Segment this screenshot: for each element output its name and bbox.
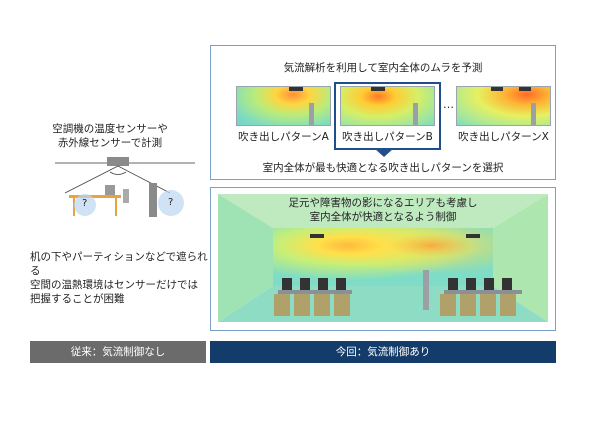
pattern-x-partition [531,103,536,125]
control-caption: 足元や障害物の影になるエリアも考慮し 室内全体が快適となるよう制御 [210,196,556,224]
conventional-label-bar: 従来：気流制御なし [30,341,206,363]
chair [123,189,129,203]
pattern-a-ac [289,87,303,91]
pattern-x-image [456,86,551,126]
room-partition [423,270,429,310]
pattern-b-svg [371,87,418,125]
control-caption-line1: 足元や障害物の影になるエリアも考慮し [288,197,478,209]
down-arrow-icon [374,148,394,157]
question-mark-partition: ? [168,197,174,208]
sensor-ray-left [64,165,119,194]
pattern-x-ac-right [519,87,531,91]
monitor [105,185,115,195]
question-mark-desk: ? [82,198,88,209]
ellipsis: … [443,98,454,111]
optimized-room-svg [218,194,548,322]
optimized-room-illustration [218,194,548,322]
desk-leg-left [73,198,75,216]
control-caption-line2: 室内全体が快適となるよう制御 [309,211,457,223]
hidden-zone-partition [158,190,184,216]
ceiling [218,194,548,228]
partition [149,183,157,217]
problem-line1: 机の下やパーティションなどで遮られる [30,251,208,277]
optimized-room-panel [210,187,556,331]
desk-leg-right [115,198,117,216]
pattern-x-label: 吹き出しパターンX [458,131,549,143]
problem-line2: 空間の温熱環境はセンサーだけでは [30,279,198,291]
room-ac-right [466,234,480,238]
pattern-a-svg [289,87,314,125]
pattern-b-image [340,86,435,126]
pattern-b-ac [371,87,385,91]
conventional-room-svg [55,157,195,217]
pattern-a-image [236,86,331,126]
desk-group-right [440,278,522,316]
sensor-caption-line1: 空調機の温度センサーや [52,123,168,135]
pattern-a-label: 吹き出しパターンA [238,131,329,143]
desk-group-left [274,278,352,316]
pattern-b-label: 吹き出しパターンB [342,131,433,143]
pattern-x-ac-left [491,87,503,91]
airflow-analysis-panel [210,45,556,180]
room-ac-left [310,234,324,238]
analysis-caption: 気流解析を利用して室内全体のムラを予測 [283,62,483,74]
sensor-arc [109,171,127,175]
hidden-zone-desk [74,194,96,216]
sensor-caption-line2: 赤外線センサーで計測 [57,137,163,149]
sensor-ray-right [117,165,171,194]
problem-caption: 机の下やパーティションなどで遮られる 空間の温熱環境はセンサーだけでは 把握する… [30,250,210,306]
conventional-room-illustration: ? ? [55,155,195,221]
new-method-label-bar: 今回：気流制御あり [210,341,556,363]
left-wall [218,194,273,322]
select-caption: 室内全体が最も快適となる吹き出しパターンを選択 [262,162,504,174]
sensor-caption: 空調機の温度センサーや 赤外線センサーで計測 [30,122,190,150]
pattern-b-partition [413,103,418,125]
desk-top [69,195,121,198]
problem-line3: 把握することが困難 [30,293,125,305]
ac-unit [107,157,129,166]
pattern-a-partition [309,103,314,125]
pattern-x-svg [491,87,536,125]
